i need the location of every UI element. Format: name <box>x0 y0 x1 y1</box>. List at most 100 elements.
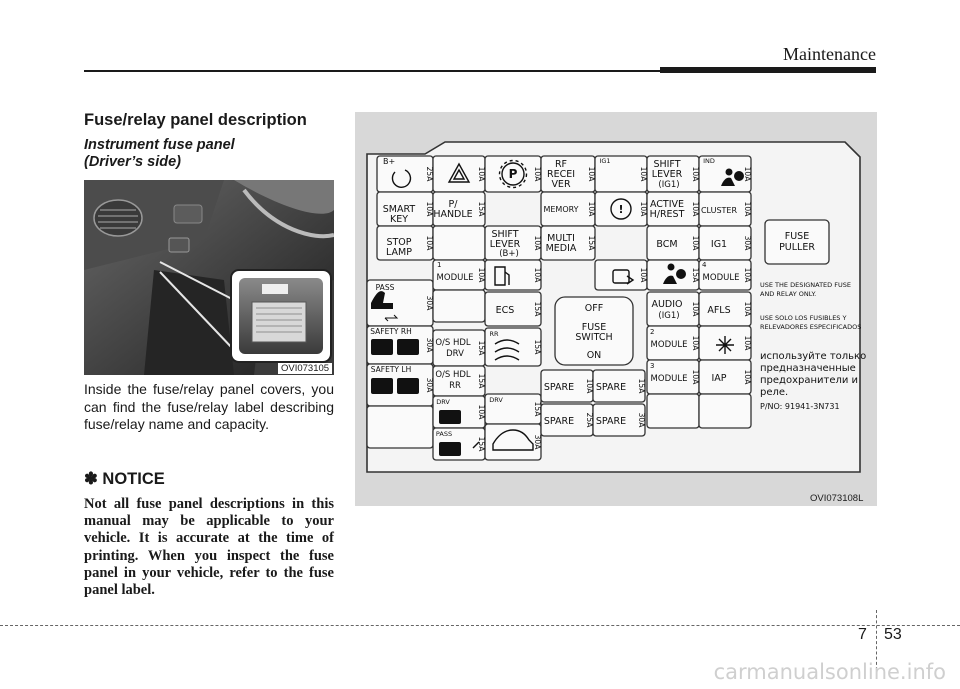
fuse-slot-multimedia <box>540 225 596 261</box>
fuse-slot-empty <box>366 405 434 449</box>
page-number: 53 <box>884 626 902 643</box>
multimedia-amp: 15A <box>587 236 596 252</box>
aircon-amp: 10A <box>743 336 752 352</box>
ig1-icon-amp: 10A <box>639 167 648 183</box>
hazard-warning-icon <box>447 162 471 183</box>
memory-amp: 10A <box>587 202 596 218</box>
shift-lever-bplus-label-2: LEVER <box>490 239 521 250</box>
note-russian-3: предохранители и <box>760 375 858 386</box>
os-hdl-drv-label-2: DRV <box>446 349 464 359</box>
memory-label: MEMORY <box>543 205 578 214</box>
note-english-2: AND RELAY ONLY. <box>760 290 816 298</box>
pass-window-icon <box>439 442 461 456</box>
photo-caption: OVI073105 <box>278 363 333 374</box>
parking-brake-letter: P <box>509 167 518 181</box>
ig1-amp: 30A <box>743 236 752 252</box>
power-icon <box>391 169 412 188</box>
fuse-panel-photo <box>84 180 334 375</box>
fuse-panel-diagram-svg: B+ SMART KEY STOP LAMP PASS SAFETY RH SA… <box>366 141 866 473</box>
note-russian-1: используйте только <box>760 351 866 362</box>
pass-seat-icon <box>371 291 393 309</box>
tpms-letter: ! <box>618 203 623 216</box>
safety-lh-amp: 30A <box>425 378 434 394</box>
active-hrest-label: ACTIVE <box>650 199 684 210</box>
fuse-puller <box>764 219 830 265</box>
footer-rule <box>0 625 960 626</box>
hazard-amp: 10A <box>477 167 486 183</box>
module-3-label: MODULE <box>651 374 688 384</box>
module-1-label: MODULE <box>437 273 474 283</box>
pass-seat-amp: 30A <box>425 296 434 312</box>
spare-2-label: SPARE <box>544 416 574 427</box>
spare-3-label: SPARE <box>596 382 626 393</box>
fuse-slot-trunk <box>484 423 542 461</box>
b-plus-label: B+ <box>383 157 395 166</box>
safety-rh-window-icon <box>371 339 393 355</box>
stop-lamp-amp: 10A <box>425 236 434 252</box>
header-rule-accent <box>660 67 876 73</box>
shift-lever-ig1-amp: 10A <box>691 167 700 183</box>
ig1-label: IG1 <box>711 239 727 250</box>
safety-lh-label: SAFETY LH <box>371 365 411 374</box>
hud-amp: 10A <box>639 268 648 284</box>
parking-brake-icon <box>501 162 525 186</box>
afls-amp: 10A <box>743 302 752 318</box>
fuse-slot-spare-3 <box>592 369 646 403</box>
pass-seat-label: PASS <box>376 283 395 292</box>
shift-lever-ig1-label-2: LEVER <box>652 169 683 180</box>
os-hdl-rr-label: O/S HDL <box>435 370 471 380</box>
note-spanish-2: RELEVADORES ESPECIFICADOS <box>760 323 861 331</box>
fuse-slot-rear-defog <box>484 327 542 367</box>
pass-label: PASS <box>436 430 452 438</box>
footer-divider <box>876 610 877 670</box>
cluster-label: CLUSTER <box>701 206 738 215</box>
seat-arrow-icon <box>384 314 399 322</box>
module-1-amp: 10A <box>477 268 486 284</box>
ind-amp: 10A <box>743 167 752 183</box>
fuse-slot-blank <box>698 393 752 429</box>
p-handle-label: P/ <box>449 199 459 210</box>
drv-seat-label: DRV <box>489 396 503 404</box>
multimedia-label: MULTI <box>547 233 575 244</box>
module-3-number: 3 <box>650 362 654 370</box>
note-russian-4: реле. <box>760 387 788 398</box>
fuse-slot-spare-4 <box>592 403 646 437</box>
ind-label: IND <box>703 157 715 165</box>
os-hdl-drv-label: O/S HDL <box>435 338 471 348</box>
trunk-amp: 30A <box>533 435 542 451</box>
smart-key-label: SMART <box>383 204 416 215</box>
diagram-caption: OVI073108L <box>810 493 864 504</box>
audio-label: AUDIO <box>651 299 682 310</box>
fuse-panel-photo-image <box>84 180 334 375</box>
iap-label: IAP <box>711 373 726 384</box>
fuel-amp: 10A <box>533 268 542 284</box>
fuse-slot-module-4 <box>698 259 752 291</box>
cluster-amp: 10A <box>743 202 752 218</box>
drv-label: DRV <box>436 398 450 406</box>
fuse-puller-label: FUSE <box>785 231 809 242</box>
note-russian-2: предназначенные <box>760 363 856 374</box>
fuse-switch-off-label: OFF <box>585 303 603 314</box>
fuse-slot-ecs <box>484 291 542 327</box>
spare-1-label: SPARE <box>544 382 574 393</box>
airbag-icon <box>667 263 675 271</box>
spare-2-amp: 25A <box>585 413 594 429</box>
shift-lever-bplus-amp: 10A <box>533 236 542 252</box>
fuse-slot-blank <box>432 289 486 323</box>
module-3-amp: 10A <box>691 370 700 386</box>
fuse-switch <box>554 296 634 366</box>
fuse-slot-blank <box>646 393 700 429</box>
body-paragraph: Inside the fuse/relay panel covers, you … <box>84 381 334 432</box>
module-4-label: MODULE <box>703 273 740 283</box>
subsection-title-location: (Driver’s side) <box>84 154 181 170</box>
bcm-label: BCM <box>656 239 677 250</box>
spare-4-amp: 30A <box>637 413 646 429</box>
drv-amp: 10A <box>477 405 486 421</box>
notice-text: Not all fuse panel descriptions in this … <box>84 496 334 599</box>
shift-lever-ig1-label-3: (IG1) <box>658 180 679 190</box>
fuel-pump-icon <box>494 266 506 286</box>
p-handle-amp: 15A <box>477 202 486 218</box>
os-hdl-drv-amp: 15A <box>477 341 486 357</box>
rf-receiver-amp: 10A <box>587 167 596 183</box>
subsection-title: Instrument fuse panel <box>84 137 235 153</box>
